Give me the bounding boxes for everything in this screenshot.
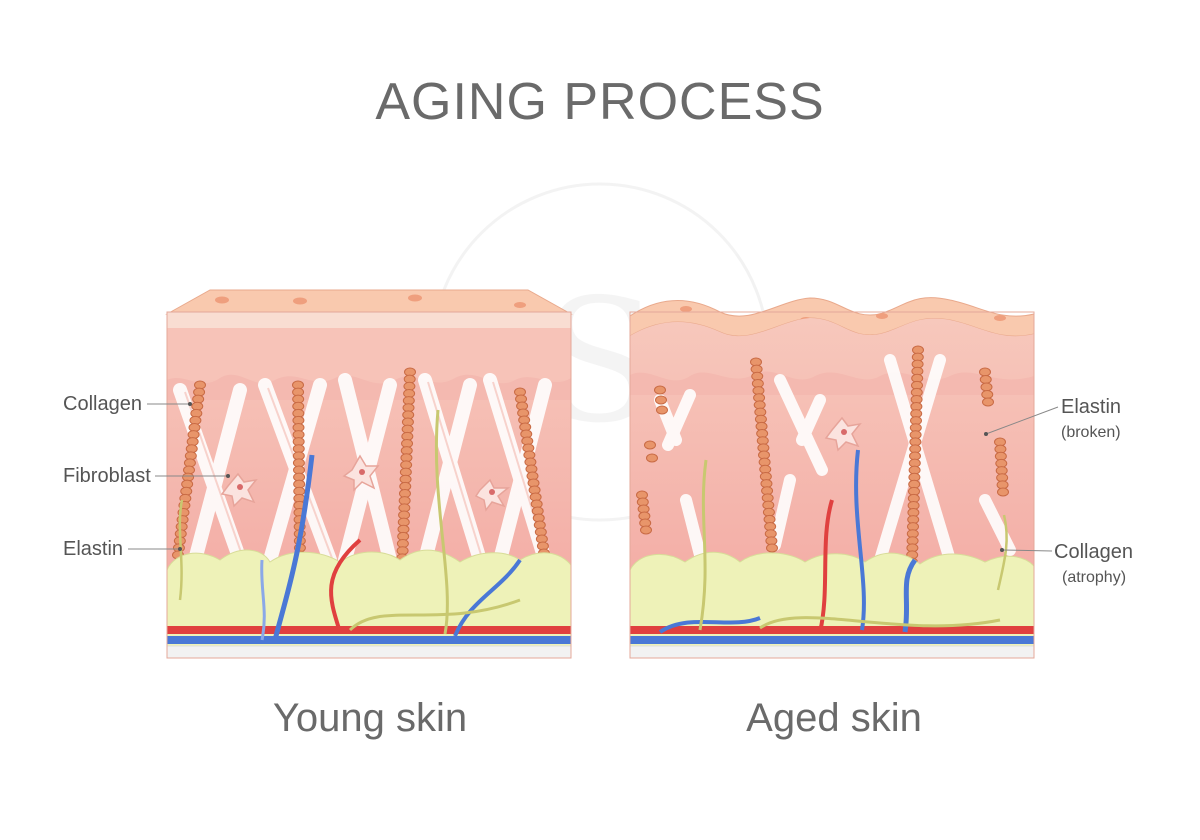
label-elastin-young: Elastin [63, 538, 124, 560]
caption-aged-skin: Aged skin [746, 696, 922, 740]
elastin-bead [656, 405, 668, 415]
elastin-bead [646, 453, 658, 463]
elastin-bead [644, 440, 656, 450]
elastin-bead [981, 390, 994, 399]
elastin-bead [655, 395, 667, 405]
elastin-fibers-aged [636, 345, 1009, 567]
label-fibroblast-young: Fibroblast [63, 465, 151, 487]
caption-young-skin: Young skin [272, 696, 468, 740]
elastin-bead [766, 543, 778, 553]
elastin-bead [640, 525, 652, 535]
elastin-bead [979, 375, 992, 384]
aged-skin-block [629, 297, 1035, 659]
young-skin-block [165, 289, 573, 659]
label-leader-lines [128, 403, 1059, 552]
collagen-fibers-aged [654, 354, 1016, 566]
label-collagen-note: (atrophy) [1062, 569, 1127, 586]
label-elastin-aged: Elastin [1061, 396, 1122, 418]
elastin-bead [982, 397, 994, 407]
elastin-bead [980, 382, 993, 392]
label-collagen-young: Collagen [63, 393, 142, 415]
page-title: AGING PROCESS [375, 73, 825, 131]
elastin-bead [997, 487, 1009, 497]
label-elastin-note: (broken) [1061, 424, 1121, 441]
label-collagen-aged: Collagen [1054, 541, 1133, 563]
elastin-bead [979, 367, 991, 377]
elastin-bead [654, 385, 666, 395]
